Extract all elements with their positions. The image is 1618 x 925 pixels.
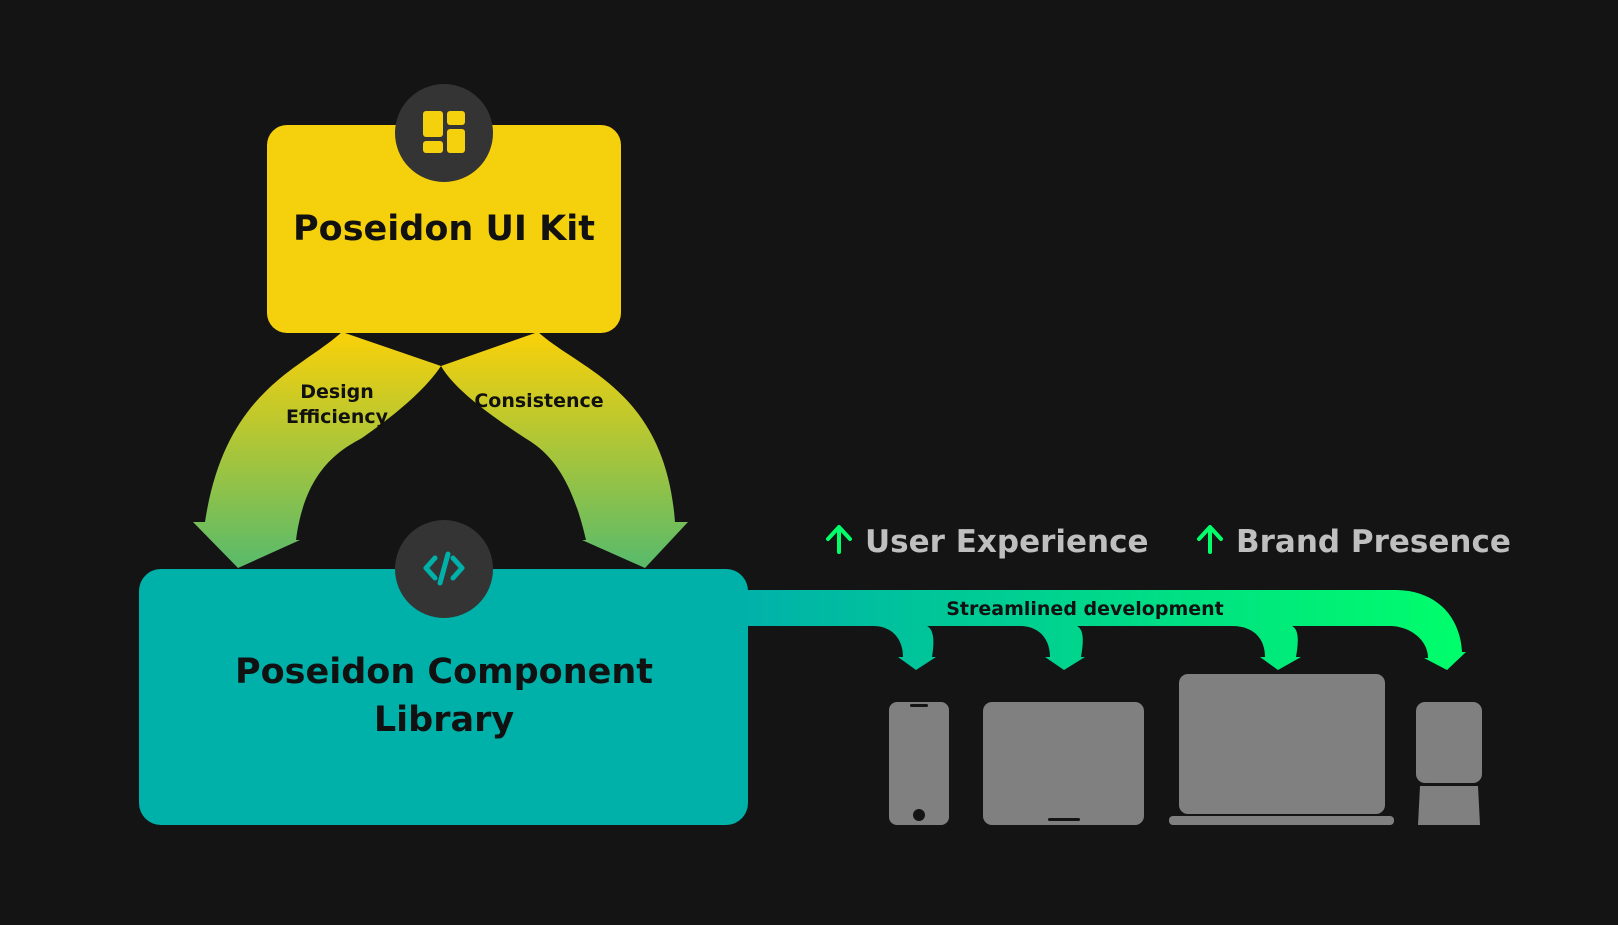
- flow-label-streamlined-development: Streamlined development: [946, 598, 1224, 620]
- benefit-brand-presence: Brand Presence: [1197, 524, 1511, 560]
- arrow-up-icon: [826, 525, 852, 554]
- ui-kit-card: [267, 125, 621, 333]
- arrow-up-icon: [1197, 525, 1223, 554]
- flow-band-streamlined-development: [740, 590, 1466, 670]
- laptop-icon: [1169, 674, 1394, 825]
- flow-label-design: Design: [300, 381, 374, 403]
- dashboard-layout-icon: [423, 111, 465, 153]
- smartphone-icon: [889, 702, 949, 825]
- library-title-line1: Poseidon Component: [235, 652, 653, 692]
- benefit-user-experience: User Experience: [826, 524, 1149, 560]
- smartwatch-icon: [1416, 702, 1482, 825]
- ui-kit-icon-badge: [395, 84, 493, 182]
- flow-arrow-design-efficiency: [193, 332, 441, 568]
- benefit-label: User Experience: [865, 524, 1149, 560]
- code-icon: [423, 551, 465, 586]
- flow-label-efficiency: Efficiency: [286, 406, 389, 428]
- benefit-label: Brand Presence: [1236, 524, 1511, 560]
- ui-kit-title: Poseidon UI Kit: [293, 209, 595, 249]
- flow-arrow-consistence: [441, 332, 688, 568]
- component-library-card: [139, 569, 748, 825]
- tablet-icon: [983, 702, 1144, 825]
- library-title-line2: Library: [374, 700, 514, 740]
- flow-label-consistence: Consistence: [474, 390, 603, 412]
